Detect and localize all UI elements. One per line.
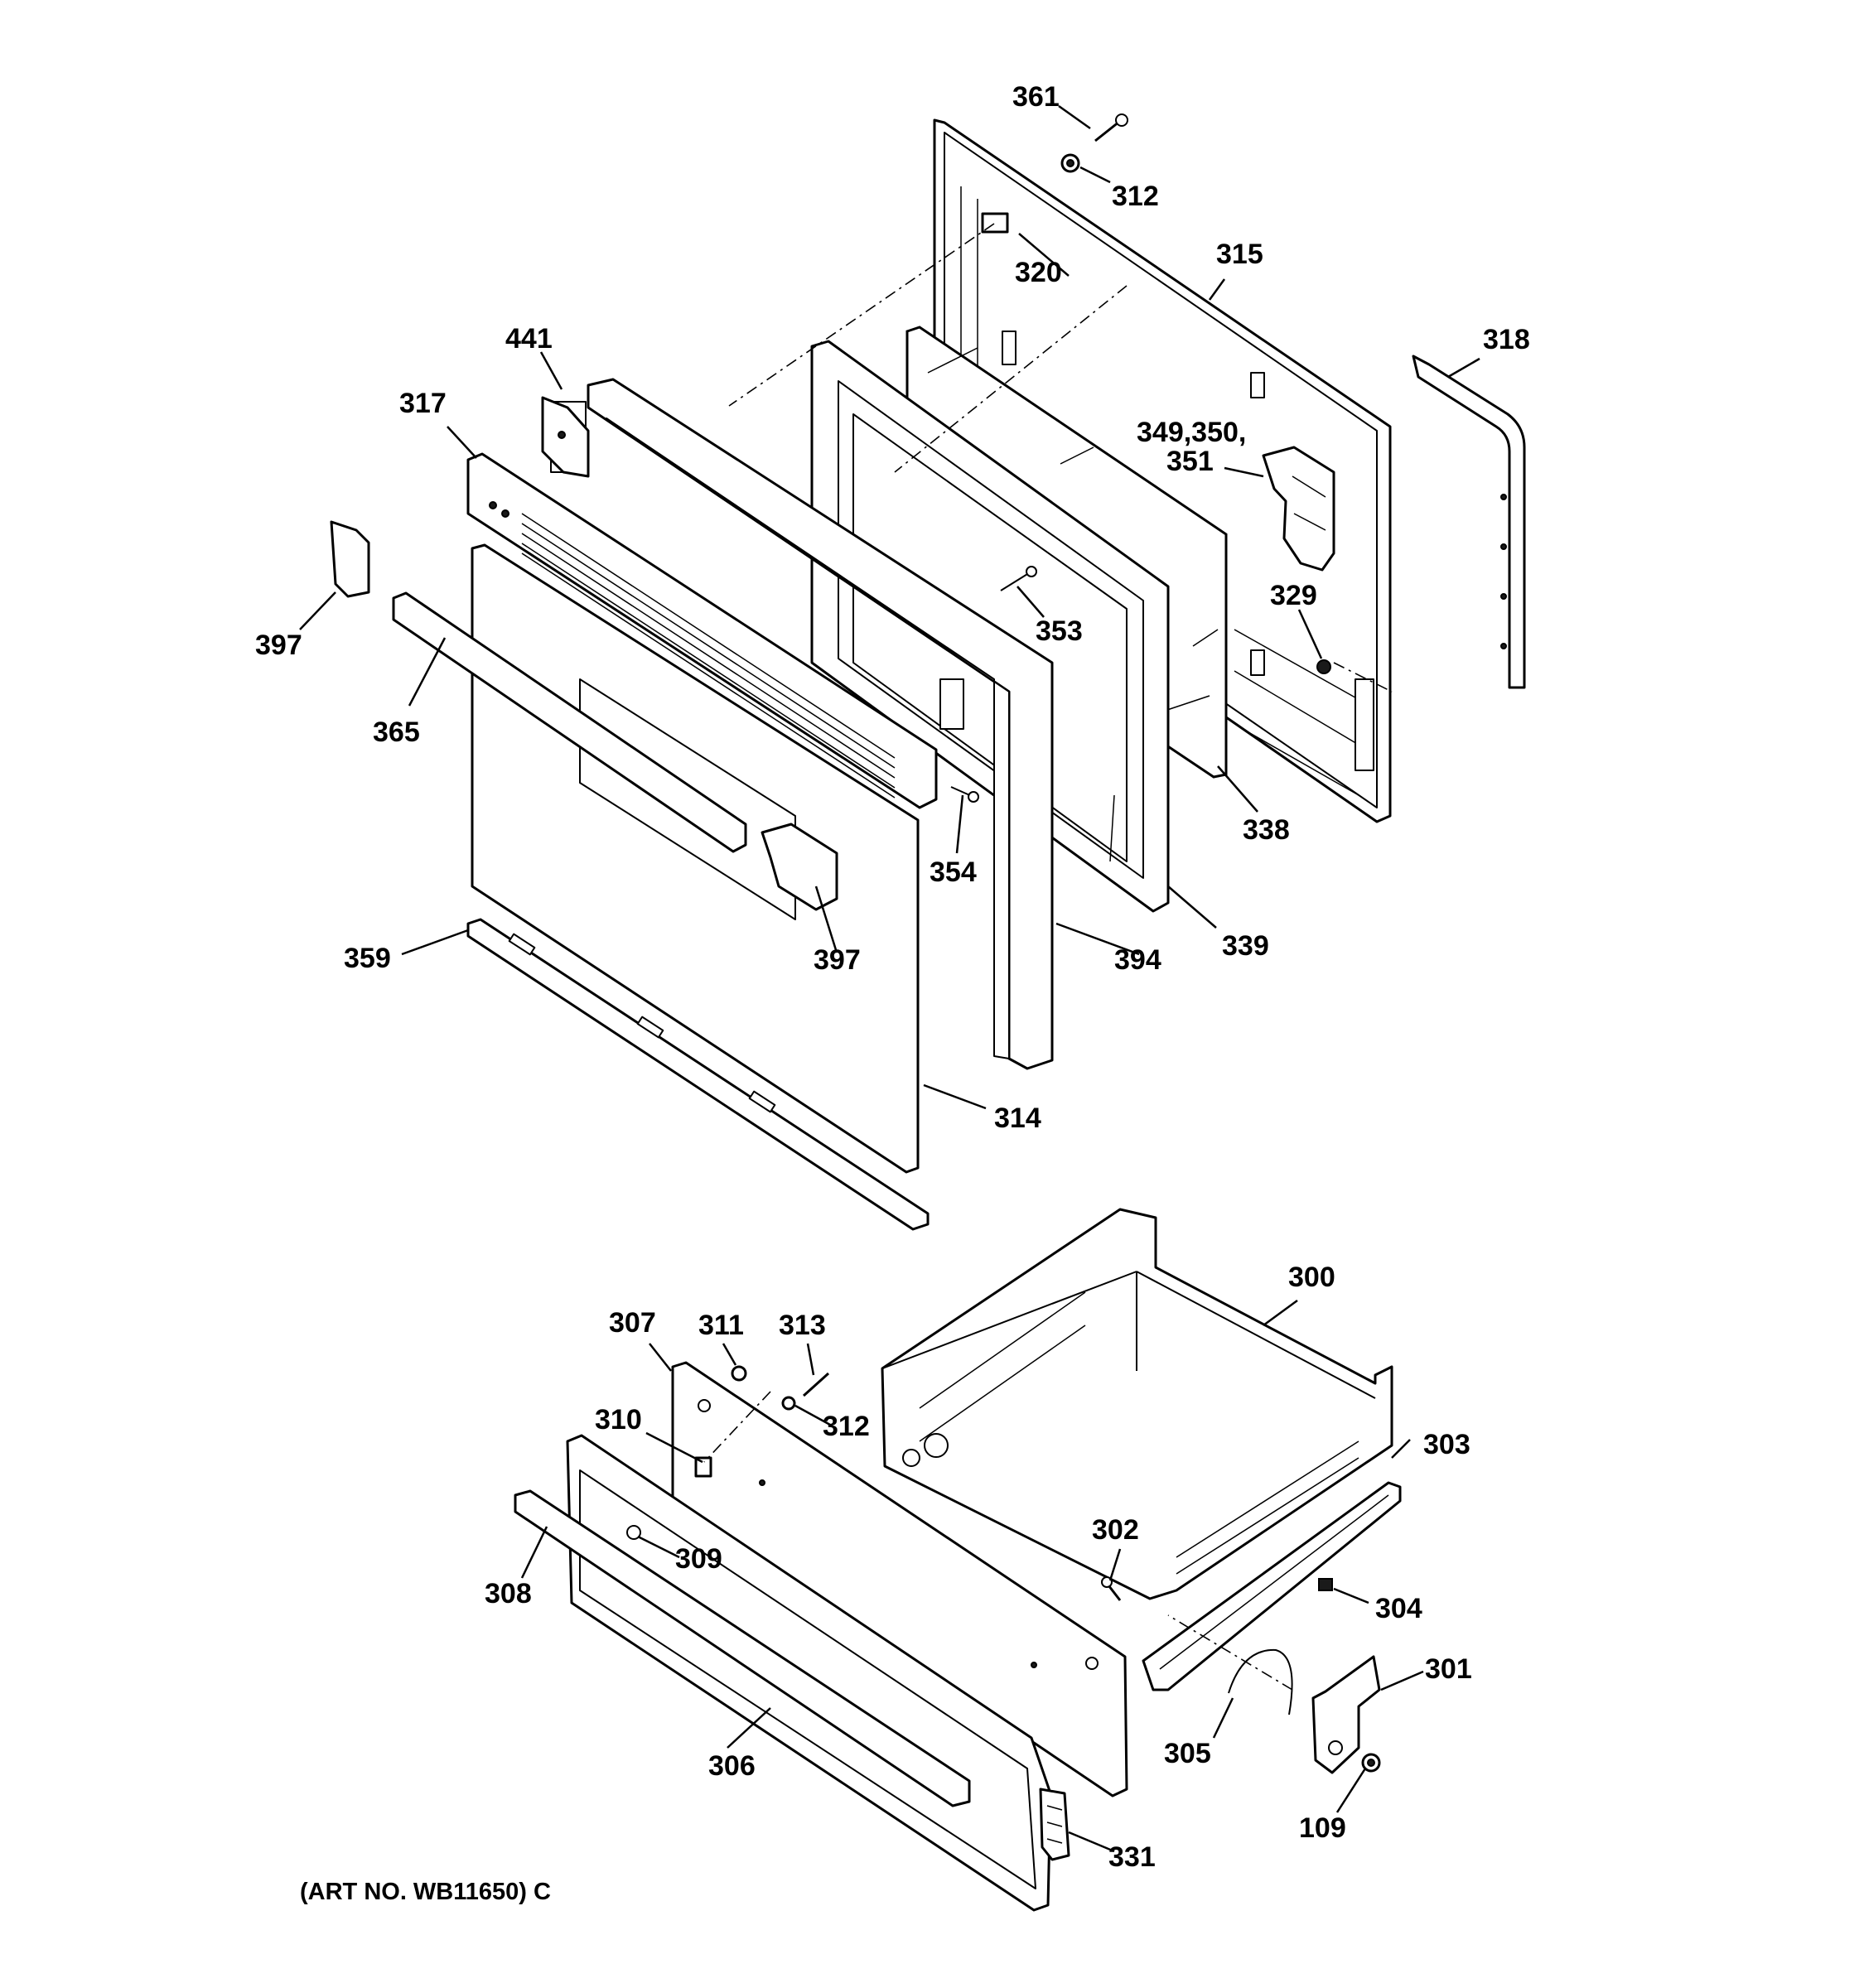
- part-353-screw: [1000, 566, 1037, 591]
- part-304-bumper: [1318, 1578, 1333, 1591]
- leader-lines: [299, 104, 1480, 1853]
- callout-397-handle: 397: [814, 944, 861, 976]
- part-310-pin: [694, 1456, 712, 1478]
- part-301-bracket: [1311, 1655, 1381, 1774]
- part-315-door-back: [933, 118, 1392, 823]
- part-109-nut: [1361, 1753, 1381, 1773]
- callout-317: 317: [399, 388, 447, 419]
- part-317-vent-panel: [466, 452, 938, 809]
- callout-109: 109: [1299, 1812, 1346, 1844]
- callout-397-left: 397: [255, 630, 302, 661]
- art-number-caption: (ART NO. WB11650) C: [300, 1879, 551, 1905]
- callout-331: 331: [1108, 1841, 1156, 1873]
- callout-306: 306: [708, 1750, 756, 1782]
- part-354-screw: [950, 786, 979, 803]
- callout-305: 305: [1164, 1738, 1211, 1769]
- part-307-inner-front: [671, 1361, 1128, 1797]
- callout-339: 339: [1222, 930, 1269, 962]
- callout-309: 309: [675, 1543, 722, 1575]
- callout-307: 307: [609, 1307, 656, 1339]
- callout-361: 361: [1012, 81, 1060, 113]
- callout-394: 394: [1114, 944, 1161, 976]
- callout-329: 329: [1270, 580, 1317, 611]
- callout-308: 308: [485, 1578, 532, 1609]
- callout-314: 314: [994, 1103, 1041, 1134]
- part-308-handle: [514, 1489, 971, 1807]
- callout-312-drawer: 312: [823, 1411, 870, 1442]
- part-312-washer-top: [1060, 153, 1080, 173]
- callout-365: 365: [373, 717, 420, 748]
- part-300-drawer-body: [881, 1208, 1393, 1600]
- part-312-washer-bottom: [781, 1396, 796, 1411]
- part-397-endcap-left: [330, 520, 370, 598]
- callout-303: 303: [1423, 1429, 1470, 1460]
- part-329-clip: [1316, 659, 1331, 674]
- part-441-hinge: [541, 396, 590, 478]
- part-313-screw: [802, 1372, 830, 1397]
- part-365-handle: [392, 591, 747, 853]
- part-349-insulation: [1262, 446, 1335, 572]
- callout-353: 353: [1036, 615, 1083, 647]
- callout-310: 310: [595, 1404, 642, 1436]
- callout-304: 304: [1375, 1593, 1422, 1624]
- part-318-gasket: [1412, 355, 1526, 689]
- callout-349-350: 349,350,: [1137, 417, 1247, 448]
- callout-441: 441: [505, 323, 553, 355]
- part-311-nut: [731, 1365, 747, 1382]
- callout-315: 315: [1216, 239, 1263, 270]
- callout-359: 359: [344, 943, 391, 974]
- part-303-slide-rail: [1142, 1481, 1402, 1691]
- callout-354: 354: [930, 856, 977, 888]
- part-331-slide-bracket: [1039, 1788, 1070, 1861]
- callout-312: 312: [1112, 181, 1159, 212]
- callout-311: 311: [698, 1310, 744, 1341]
- callout-302: 302: [1092, 1514, 1139, 1546]
- callout-301: 301: [1425, 1653, 1472, 1685]
- callout-300: 300: [1288, 1262, 1335, 1293]
- callout-338: 338: [1243, 814, 1290, 846]
- callout-320: 320: [1015, 257, 1062, 288]
- part-359-bottom-trim: [466, 918, 930, 1231]
- part-397-endcap-right: [761, 823, 838, 911]
- callout-318: 318: [1483, 324, 1530, 355]
- part-305-wire-clip: [1228, 1648, 1293, 1715]
- callout-351: 351: [1166, 446, 1214, 477]
- callout-313: 313: [779, 1310, 826, 1341]
- part-302-screw: [1101, 1576, 1122, 1601]
- part-361-screw: [1094, 113, 1128, 142]
